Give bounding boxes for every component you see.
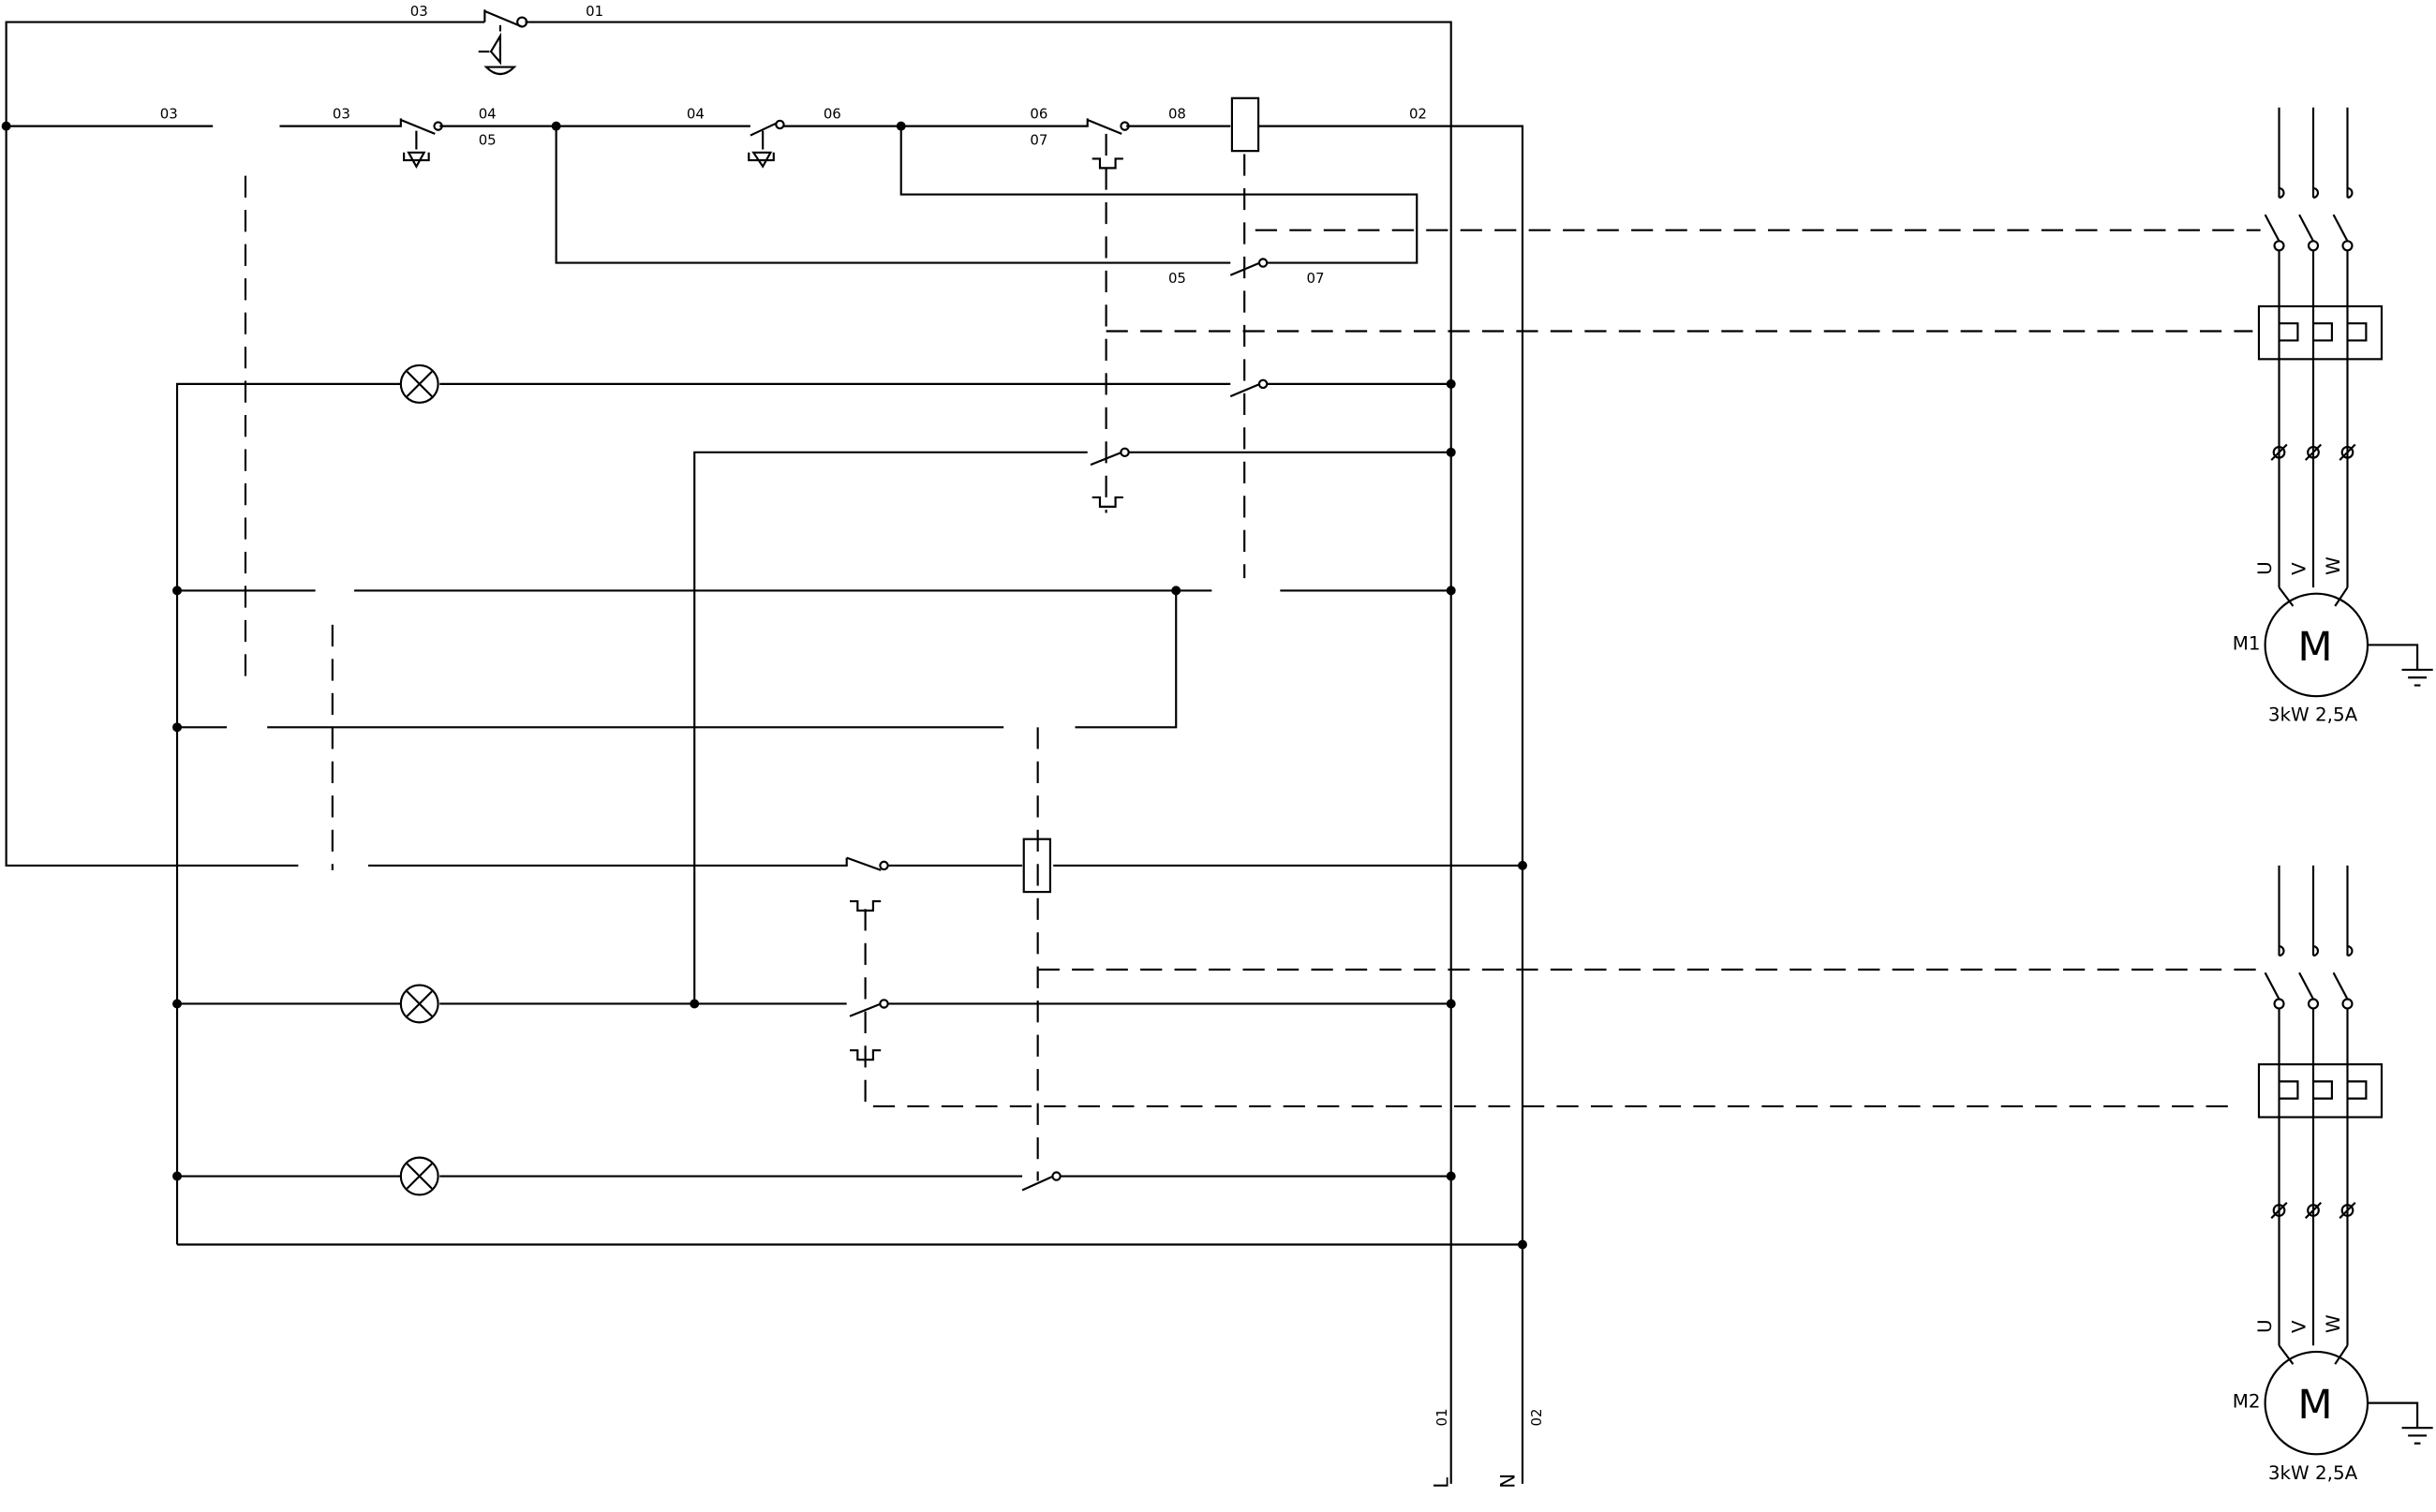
- motor-rating: 3kW 2,5A: [2268, 1462, 2358, 1484]
- wire-label: 03: [410, 3, 428, 20]
- emergency-stop-icon: [478, 32, 517, 76]
- ground-icon: [2368, 644, 2433, 687]
- overload-contact-icon: [1092, 157, 1123, 170]
- rail-wire-label: 02: [1528, 1409, 1545, 1427]
- wire-label: 05: [479, 132, 497, 149]
- stop-button-icon: [403, 130, 430, 169]
- motor-rating: 3kW 2,5A: [2268, 704, 2358, 726]
- terminal-label: V: [2289, 562, 2310, 575]
- thermal-overload-relay: [2257, 1063, 2384, 1119]
- contactor-coil-k2: [1022, 838, 1051, 894]
- wire-label: 05: [1168, 270, 1186, 287]
- wire-label: 08: [1168, 105, 1186, 122]
- lamp-icon: [399, 1156, 439, 1196]
- row-1-circuit: 03 03 04 05 04 06 06 07 08 02: [1, 96, 1524, 1484]
- terminal-label: W: [2323, 1314, 2344, 1333]
- contactor-coil-k1: [1230, 96, 1260, 153]
- wire-label: 04: [687, 105, 705, 122]
- wire-label: 06: [1030, 105, 1047, 122]
- wire-label: 03: [333, 105, 350, 122]
- wire-label: 02: [1409, 105, 1427, 122]
- terminal-label: U: [2254, 561, 2276, 575]
- rail-label-n: N: [1497, 1474, 1521, 1489]
- mechanical-links: [244, 133, 2261, 1181]
- terminal-label: V: [2289, 1320, 2310, 1333]
- ground-icon: [2368, 1401, 2433, 1445]
- wire-label: 07: [1307, 270, 1325, 287]
- lamp-icon: [399, 363, 439, 404]
- start-button-icon: [748, 130, 775, 169]
- wire-label: 07: [1030, 132, 1047, 149]
- wire-label: 03: [160, 105, 178, 122]
- thermal-overload-relay: [2257, 304, 2384, 361]
- motor-id: M2: [2233, 1391, 2261, 1413]
- lamp-icon: [399, 984, 439, 1024]
- contact-terminal: [516, 16, 528, 28]
- supply-rails: 01 02 L N: [1430, 1409, 1544, 1489]
- top-circuit: 03 01: [5, 3, 1452, 1484]
- rail-wire-label: 01: [1433, 1409, 1450, 1427]
- lamp-rows: [5, 126, 1527, 1250]
- terminal-label: W: [2323, 556, 2344, 575]
- rail-label-l: L: [1430, 1477, 1453, 1489]
- motor-symbol-label: M: [2297, 624, 2332, 671]
- self-hold-circuit: 05 07: [555, 126, 1419, 287]
- motor-symbol-label: M: [2297, 1382, 2332, 1429]
- terminal-label: U: [2254, 1319, 2276, 1333]
- wire-label: 06: [824, 105, 841, 122]
- wire-label: 01: [586, 3, 603, 20]
- motor-id: M1: [2233, 632, 2261, 654]
- wire-label: 04: [479, 105, 497, 122]
